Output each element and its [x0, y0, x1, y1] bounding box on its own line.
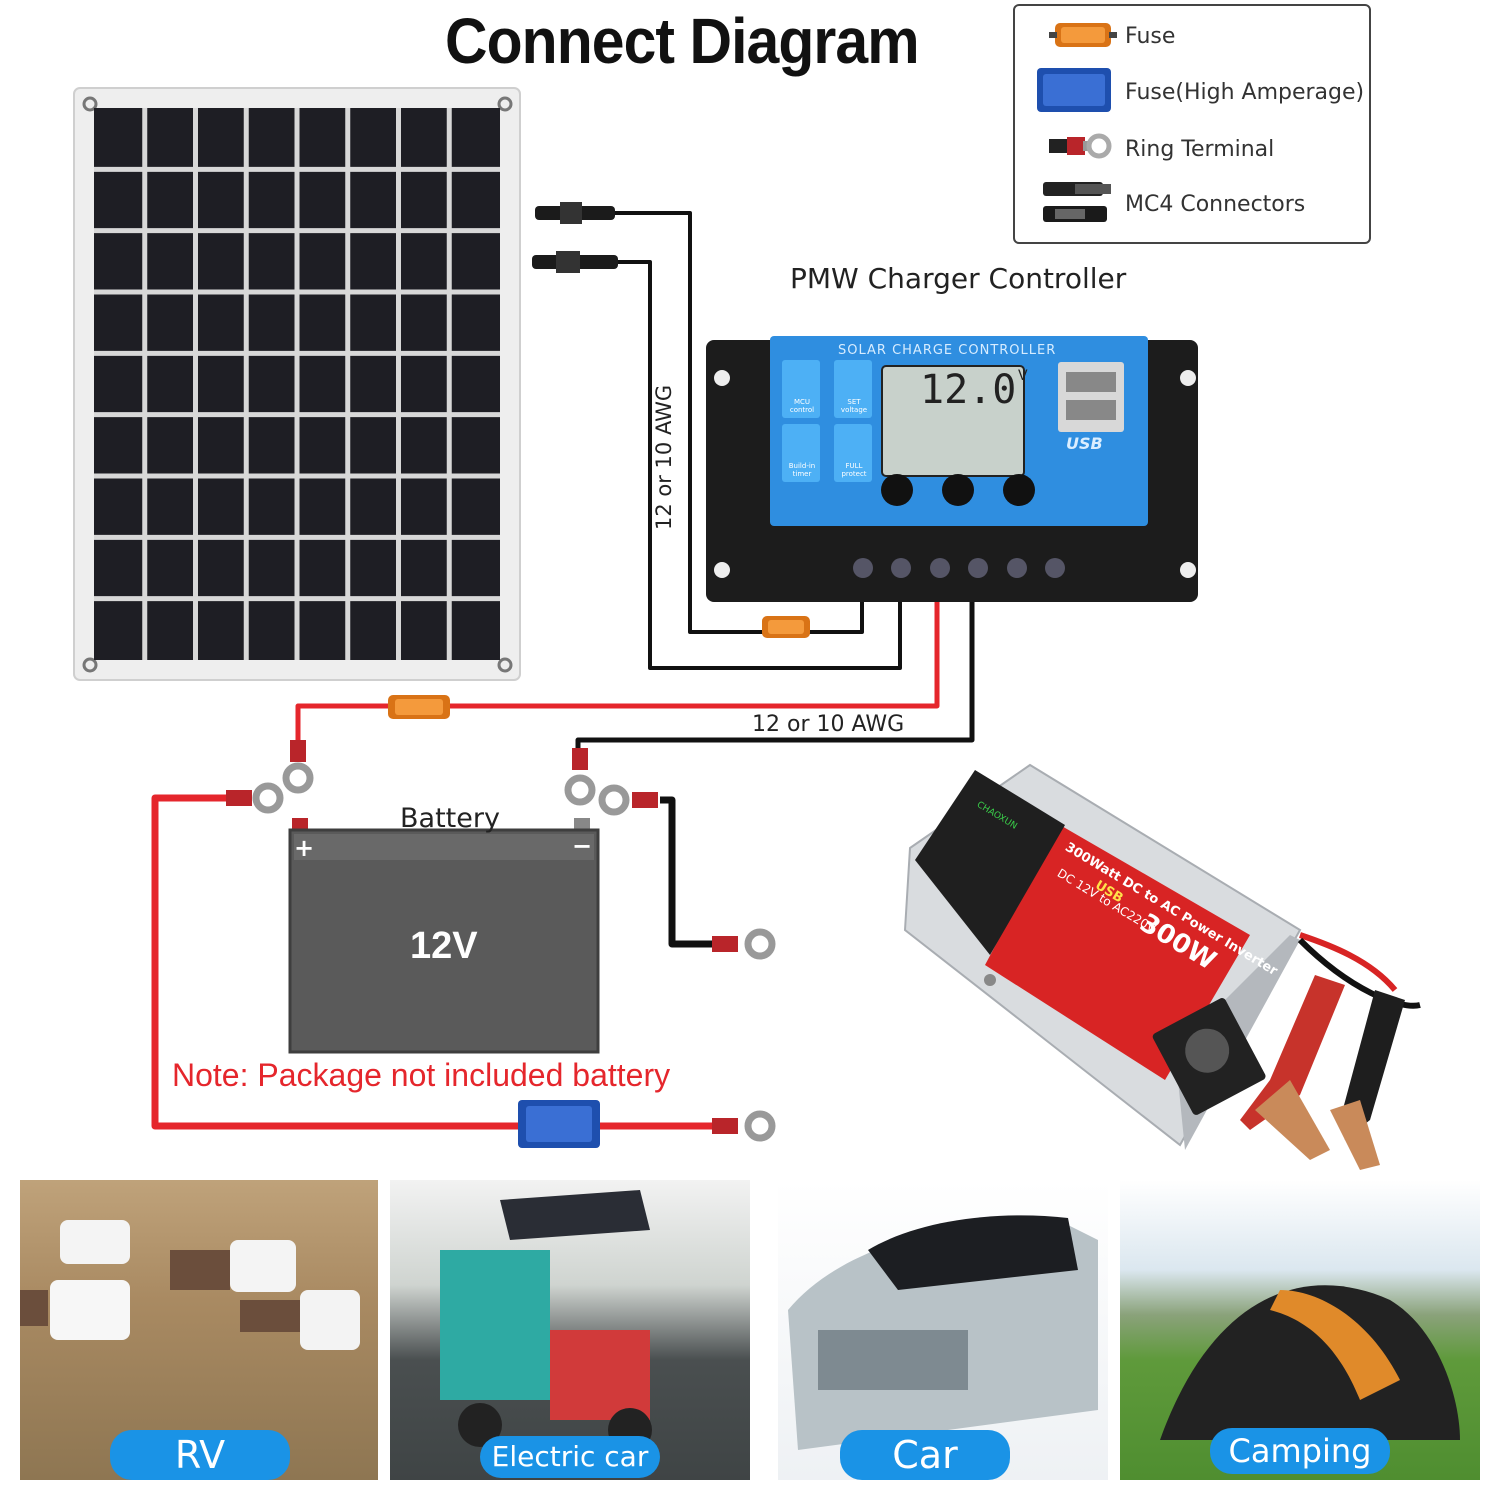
wiring-diagram	[73, 87, 1421, 1170]
wire-gauge-label-horizontal: 12 or 10 AWG	[752, 712, 905, 737]
ring-terminal-inverter-neg	[712, 928, 776, 960]
mc4-connector-top	[535, 202, 615, 224]
ring-terminal-icon	[1049, 133, 1112, 159]
power-inverter	[903, 763, 1421, 1170]
battery-note: Note: Package not included battery	[172, 1057, 671, 1093]
mc4-connector-icon	[1043, 182, 1111, 222]
wire-gauge-label-vertical: 12 or 10 AWG	[652, 384, 676, 530]
battery-body	[288, 818, 600, 1054]
high-amp-fuse-icon	[1037, 68, 1111, 112]
ring-terminal-inverter-pos	[712, 1110, 776, 1142]
page-title: Connect Diagram	[445, 5, 920, 77]
controller-display: 12.0	[920, 367, 1017, 413]
app-label-camping: Camping	[1210, 1428, 1390, 1474]
inverter-wires	[149, 792, 715, 1132]
fuse-icon	[1049, 23, 1117, 47]
photo-electric-car	[390, 1180, 750, 1480]
legend-box: Fuse Fuse(High Amperage) Ring Terminal M…	[1013, 4, 1371, 244]
battery-label: Battery	[400, 803, 500, 834]
battery-minus-sign: −	[572, 832, 593, 860]
controller-caption: PMW Charger Controller	[790, 262, 1127, 295]
app-label-electric-car: Electric car	[480, 1436, 660, 1478]
photo-camping	[1120, 1180, 1480, 1480]
battery-plus-sign: +	[294, 834, 315, 862]
ring-terminal-battery-plus	[282, 740, 314, 794]
btn-label-timer: Build-in timer	[788, 462, 816, 478]
charge-controller	[706, 336, 1198, 602]
ring-terminal-battery-minus	[564, 748, 596, 806]
btn-label-set: SET voltage	[840, 398, 868, 414]
usb-label: USB	[1066, 434, 1103, 453]
btn-label-mcu: MCU control	[789, 398, 815, 414]
battery-voltage: 12V	[410, 925, 478, 967]
btn-label-protect: FULL protect	[841, 462, 867, 478]
fuse-controller	[762, 616, 810, 638]
legend-label-high-amp-fuse: Fuse(High Amperage)	[1125, 80, 1365, 105]
mc4-connector-bottom	[532, 251, 618, 273]
legend-label-mc4: MC4 Connectors	[1125, 192, 1306, 217]
solar-panel	[73, 87, 521, 681]
high-amp-fuse	[518, 1100, 600, 1148]
controller-display-unit: V	[1018, 368, 1028, 384]
legend-label-ring-terminal: Ring Terminal	[1125, 137, 1275, 162]
legend-icons	[1037, 23, 1117, 222]
panel-wires	[615, 208, 905, 673]
terminal-screws	[853, 558, 1065, 578]
legend-label-fuse: Fuse	[1125, 24, 1176, 49]
ring-terminal-left	[226, 782, 284, 814]
app-label-rv: RV	[110, 1430, 290, 1480]
fuse-battery	[388, 695, 450, 719]
ring-terminal-right	[598, 784, 658, 816]
app-label-car: Car	[840, 1430, 1010, 1480]
controller-panel-text: SOLAR CHARGE CONTROLLER	[838, 343, 1057, 358]
